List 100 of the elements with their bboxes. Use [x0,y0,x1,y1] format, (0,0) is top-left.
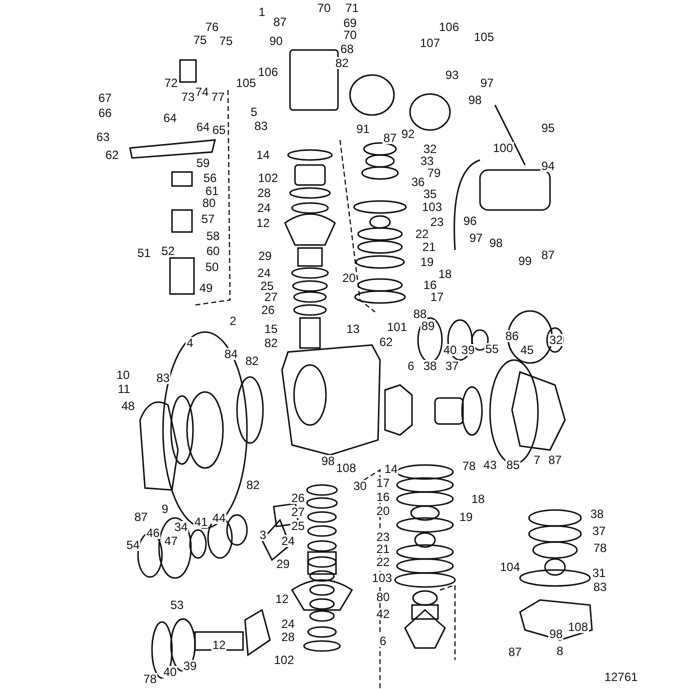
callout-number: 77 [210,91,226,103]
callout-number: 87 [272,16,288,28]
callout-number: 40 [162,666,178,678]
callout-number: 46 [145,527,161,539]
callout-number: 26 [290,492,306,504]
callout-number: 59 [195,157,211,169]
callout-number: 31 [591,567,607,579]
callout-number: 40 [442,344,458,356]
callout-number: 10 [115,369,131,381]
callout-number: 26 [260,304,276,316]
callout-number: 63 [95,131,111,143]
callout-number: 24 [280,618,296,630]
callout-number: 5 [250,106,258,118]
callout-number: 27 [290,506,306,518]
callout-number: 72 [163,77,179,89]
callout-number: 101 [386,321,408,333]
callout-number: 78 [142,673,158,685]
callout-number: 96 [462,215,478,227]
callout-number: 21 [421,241,437,253]
callout-number: 83 [253,120,269,132]
callout-number: 18 [437,268,453,280]
callout-number: 98 [320,455,336,467]
callout-number: 33 [419,155,435,167]
callout-number: 29 [257,250,273,262]
callout-number: 50 [204,261,220,273]
callout-number: 82 [334,57,350,69]
callout-number: 100 [492,142,514,154]
callout-number: 68 [339,43,355,55]
callout-number: 70 [342,29,358,41]
callout-number: 11 [116,383,132,395]
callout-number: 83 [592,581,608,593]
callout-number: 106 [256,66,280,78]
callout-number: 97 [468,232,484,244]
callout-number: 103 [370,572,394,584]
callout-number: 24 [280,535,296,547]
callout-number: 32 [422,143,438,155]
callout-number: 14 [383,463,399,475]
callout-number: 80 [201,197,217,209]
callout-number: 19 [419,256,435,268]
callout-number: 2 [228,315,238,327]
callout-number: 83 [155,372,171,384]
callout-number: 24 [256,267,272,279]
callout-number: 55 [484,343,500,355]
callout-number: 34 [173,521,189,533]
callout-number: 4 [186,337,194,349]
callout-number: 82 [244,355,260,367]
callout-number: 52 [160,245,176,257]
callout-number: 93 [444,69,460,81]
callout-number: 6 [378,635,388,647]
callout-number: 87 [507,646,523,658]
callout-number: 47 [163,535,179,547]
callout-number: 38 [589,508,605,520]
callout-number: 84 [223,348,239,360]
callout-number: 108 [566,621,590,633]
callout-number: 24 [256,202,272,214]
callout-number: 102 [272,654,296,666]
callout-number: 18 [470,493,486,505]
callout-number: 65 [211,124,227,136]
callout-number: 92 [400,128,416,140]
callout-number: 28 [256,187,272,199]
callout-number: 85 [505,459,521,471]
callout-number: 56 [202,172,218,184]
callout-number: 39 [182,660,198,672]
callout-number: 37 [591,525,607,537]
callout-number: 70 [316,2,332,14]
callout-number: 21 [375,543,391,555]
callout-number: 20 [341,272,357,284]
callout-number: 9 [160,503,170,515]
callout-number: 87 [547,454,563,466]
callout-number: 17 [429,291,445,303]
callout-number: 57 [200,213,216,225]
callout-number: 12 [274,593,290,605]
callout-number: 105 [472,31,496,43]
callout-number: 38 [422,360,438,372]
callout-number: 41 [193,516,209,528]
callout-number: 42 [375,608,391,620]
callout-number: 94 [540,160,556,172]
callout-number: 98 [548,628,564,640]
callout-number: 104 [498,561,522,573]
callout-number: 106 [438,21,460,33]
callout-number: 14 [255,149,271,161]
callout-number: 23 [429,216,445,228]
callout-number: 13 [345,323,361,335]
callout-number: 98 [488,237,504,249]
callout-number: 16 [422,279,438,291]
callout-number: 80 [375,591,391,603]
callout-number: 98 [467,94,483,106]
callout-number: 39 [460,344,476,356]
callout-number: 3 [258,529,268,541]
callout-number: 37 [444,360,460,372]
callout-number: 58 [205,230,221,242]
callout-number: 44 [211,512,227,524]
callout-number: 64 [162,112,178,124]
callout-number: 108 [334,462,358,474]
callout-number: 60 [205,245,221,257]
callout-number: 87 [382,132,398,144]
callout-number: 8 [556,645,564,657]
callout-number: 25 [290,520,306,532]
callout-number: 7 [532,454,542,466]
callout-number: 88 [412,308,428,320]
